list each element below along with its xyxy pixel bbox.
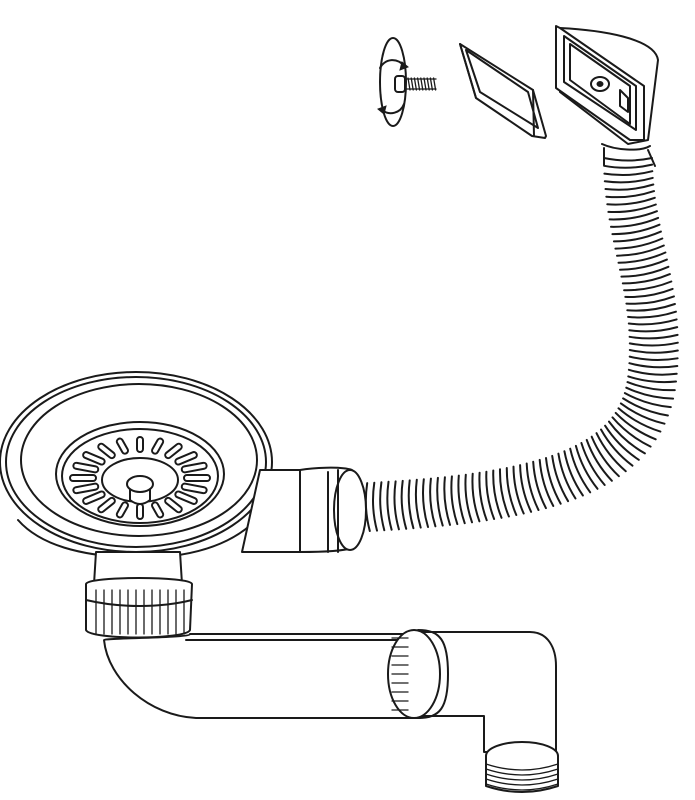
corrugated-overflow-hose <box>350 157 679 533</box>
strainer-body-with-nut <box>85 551 193 639</box>
strainer-overflow-connector <box>241 466 367 553</box>
sink-strainer-basket <box>0 371 273 559</box>
overflow-cover-plate <box>555 25 659 167</box>
horizontal-drain-pipe <box>103 633 421 719</box>
screw-with-rotation-arrows <box>377 37 437 127</box>
rectangular-gasket <box>459 43 547 139</box>
elbow-outlet-with-threaded-end <box>387 629 559 793</box>
